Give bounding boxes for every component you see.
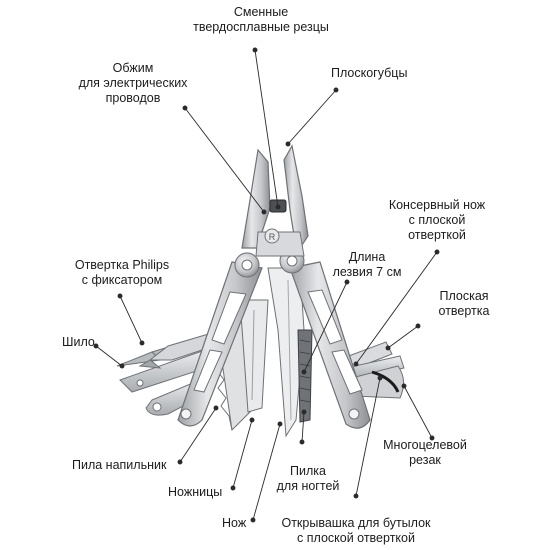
label-line: с плоской отверткой <box>297 531 415 545</box>
label-line: Сменные <box>233 5 289 19</box>
right-handle <box>289 261 371 429</box>
label-line: Ножницы <box>168 485 223 499</box>
nail-file-tool <box>297 329 313 423</box>
label-line: резак <box>409 453 441 467</box>
label-line: Плоскогубцы <box>331 66 408 80</box>
label-line: отверткой <box>408 228 466 242</box>
label-line: Плоская <box>439 289 489 303</box>
label-line: Открывашка для бутылок <box>281 516 431 530</box>
label-line: Обжим <box>112 61 154 75</box>
label-multi-cutter: Многоцелевой резак <box>370 438 480 468</box>
label-line: для электрических <box>78 76 188 90</box>
label-line: твердосплавные резцы <box>193 20 329 34</box>
label-philips: Отвертка Philips с фиксатором <box>62 258 182 288</box>
logo-letter: R <box>269 232 276 242</box>
pliers-head: R <box>241 144 309 257</box>
label-line: Отвертка Philips <box>74 258 170 272</box>
scissors-tool <box>239 299 269 413</box>
label-line: с фиксатором <box>81 273 163 287</box>
label-line: Многоцелевой <box>383 438 467 452</box>
label-knife: Нож <box>222 516 246 531</box>
label-line: для ногтей <box>276 479 340 493</box>
label-blade-length: Длина лезвия 7 см <box>322 250 412 280</box>
label-crimper: Обжим для электрических проводов <box>58 61 208 106</box>
label-line: Пила напильник <box>72 458 167 472</box>
label-replaceable-cutters: Сменные твердосплавные резцы <box>176 5 346 35</box>
label-line: отвертка <box>438 304 490 318</box>
label-line: проводов <box>105 91 161 105</box>
label-pliers: Плоскогубцы <box>331 66 407 81</box>
label-flat-screwdriver: Плоская отвертка <box>424 289 504 319</box>
label-saw-file: Пила напильник <box>72 458 166 473</box>
label-nail-file: Пилка для ногтей <box>266 464 350 494</box>
label-line: Консервный нож <box>388 198 486 212</box>
label-line: Пилка <box>290 464 326 478</box>
leader-lines <box>93 47 440 523</box>
label-line: Нож <box>222 516 247 530</box>
label-awl: Шило <box>62 335 95 350</box>
label-line: с плоской <box>408 213 466 227</box>
label-bottle-opener: Открывашка для бутылок с плоской отвертк… <box>276 516 436 546</box>
label-can-opener: Консервный нож с плоской отверткой <box>374 198 500 243</box>
label-line: Длина <box>348 250 386 264</box>
left-pivot-knob <box>234 252 260 278</box>
label-scissors: Ножницы <box>168 485 222 500</box>
left-handle <box>177 261 263 427</box>
label-line: лезвия 7 см <box>332 265 402 279</box>
label-line: Шило <box>62 335 95 349</box>
